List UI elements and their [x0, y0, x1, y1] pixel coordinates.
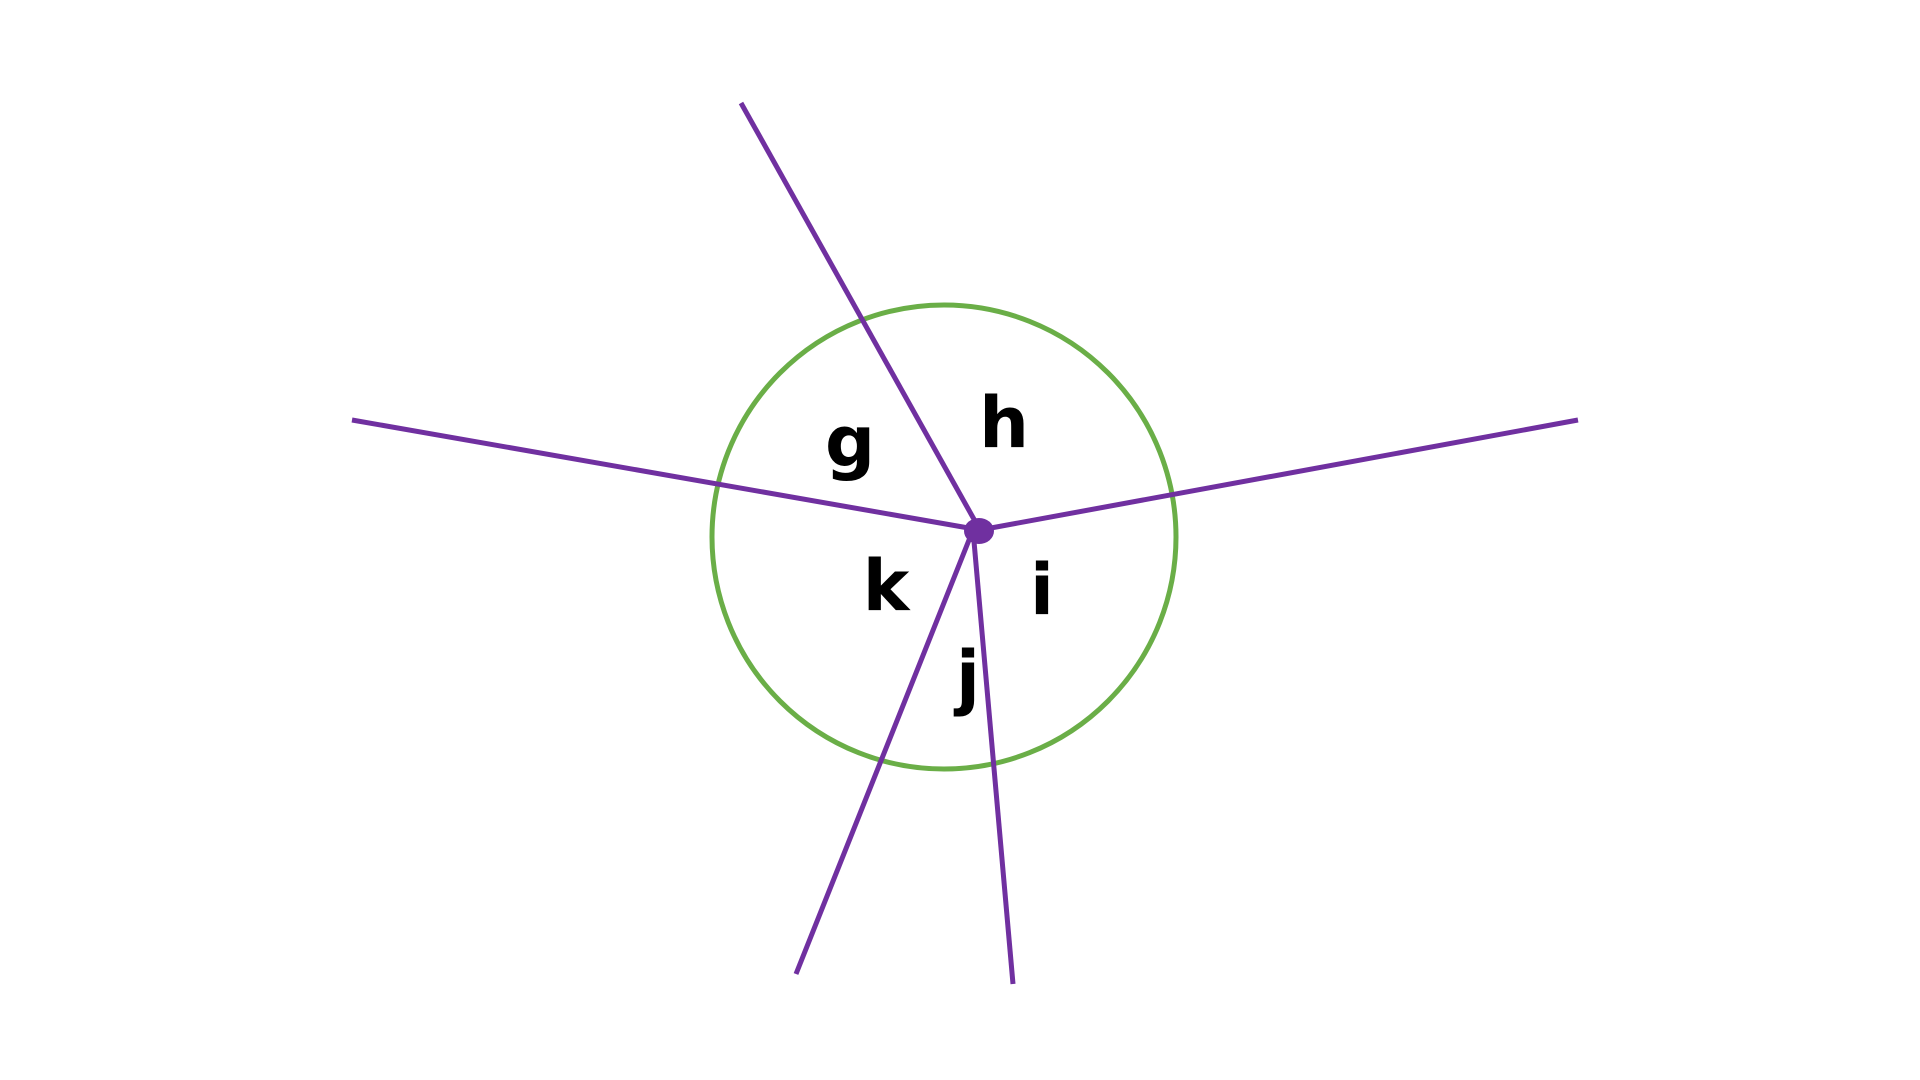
label-k: k: [863, 545, 911, 627]
label-g: g: [825, 401, 875, 483]
ray-lower-left: [793, 529, 976, 975]
ray-left: [351, 417, 981, 533]
circle: [709, 302, 1179, 772]
label-j: j: [953, 636, 980, 718]
label-h: h: [979, 382, 1029, 464]
center-point: [964, 518, 994, 544]
label-i: i: [1030, 549, 1054, 631]
ray-upper-left: [738, 101, 983, 532]
ray-lower-right: [970, 529, 1016, 985]
ray-right: [979, 417, 1579, 533]
